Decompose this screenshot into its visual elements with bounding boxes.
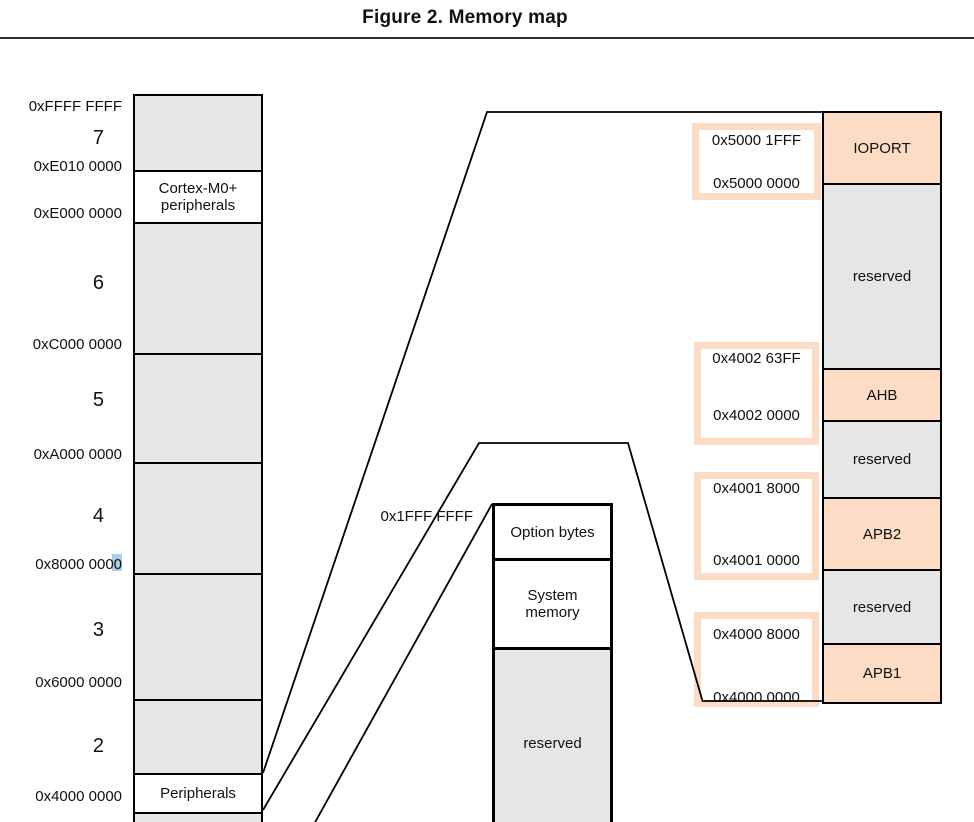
ahb-address-range-box: 0x4002 63FF 0x4002 0000 [694, 342, 819, 445]
cortex-m0-peripherals-block: Cortex-M0+ peripherals [135, 170, 261, 222]
system-memory-label: System memory [525, 587, 580, 621]
peripherals-label: Peripherals [160, 785, 236, 802]
title-underline [0, 37, 974, 39]
region-4-block [135, 462, 261, 573]
region-number-2: 2 [92, 735, 104, 757]
address-0x40008000: 0x4000 8000 [713, 626, 800, 643]
address-0x50001fff: 0x5000 1FFF [711, 132, 802, 149]
region-7-block [135, 96, 261, 170]
peripheral-expansion-column: IOPORT reserved AHB reserved APB2 reserv… [822, 111, 942, 704]
ioport-label: IOPORT [853, 139, 911, 157]
reserved-block-3: reserved [824, 569, 940, 643]
apb2-block: APB2 [824, 497, 940, 569]
address-0x40000000: 0x4000 0000 [713, 689, 800, 706]
ioport-block: IOPORT [824, 113, 940, 183]
address-0x40000000: 0x4000 0000 [35, 788, 122, 805]
figure-title: Figure 2. Memory map [362, 7, 568, 28]
region-6-block [135, 222, 261, 353]
ahb-label: AHB [866, 386, 898, 404]
address-0xa0000000: 0xA000 0000 [33, 446, 122, 463]
region-3-block [135, 573, 261, 699]
address-0x400263ff: 0x4002 63FF [712, 350, 801, 367]
option-bytes-block: Option bytes [495, 506, 610, 558]
reserved-block-2: reserved [824, 420, 940, 497]
middle-reserved-block: reserved [495, 647, 610, 822]
region-number-5: 5 [92, 389, 104, 411]
address-0xc0000000: 0xC000 0000 [32, 336, 122, 353]
region-number-7: 7 [92, 127, 104, 149]
address-0xffffffff: 0xFFFF FFFF [28, 98, 122, 115]
address-0x80000000: 0x8000 0000 [35, 556, 122, 573]
region-number-4: 4 [92, 505, 104, 527]
reserved-label-2: reserved [852, 451, 912, 468]
text-selection-highlight [112, 554, 122, 571]
ioport-address-range-box: 0x5000 1FFF 0x5000 0000 [692, 123, 821, 200]
middle-reserved-label: reserved [523, 735, 582, 752]
reserved-block-1: reserved [824, 183, 940, 368]
reserved-label-3: reserved [852, 598, 912, 616]
main-memory-column: Cortex-M0+ peripherals Peripherals [133, 94, 263, 822]
apb1-address-range-box: 0x4000 8000 0x4000 0000 [694, 612, 819, 707]
code-expansion-column: Option bytes System memory reserved [492, 503, 613, 822]
region-number-3: 3 [92, 619, 104, 641]
apb1-label: APB1 [862, 665, 902, 682]
address-0x40020000: 0x4002 0000 [713, 407, 800, 424]
apb2-address-range-box: 0x4001 8000 0x4001 0000 [694, 472, 819, 580]
address-0x60000000: 0x6000 0000 [35, 674, 122, 691]
system-memory-block: System memory [495, 558, 610, 647]
region-5-block [135, 353, 261, 462]
option-bytes-label: Option bytes [510, 523, 595, 541]
region-number-6: 6 [92, 272, 104, 294]
address-0x40010000: 0x4001 0000 [713, 552, 800, 569]
reserved-label-1: reserved [852, 268, 912, 285]
address-0x40018000: 0x4001 8000 [713, 480, 800, 497]
apb1-block: APB1 [824, 643, 940, 702]
address-0x50000000: 0x5000 0000 [713, 175, 800, 192]
ahb-block: AHB [824, 368, 940, 420]
region-2-block [135, 699, 261, 773]
peripherals-block: Peripherals [135, 773, 261, 812]
region-1-block [135, 812, 261, 822]
address-0xe0000000: 0xE000 0000 [33, 205, 122, 222]
address-0x1fffffff: 0x1FFF FFFF [380, 508, 474, 525]
address-0xe0100000: 0xE010 0000 [33, 158, 122, 175]
code-expansion-left-line [314, 503, 493, 822]
apb2-label: APB2 [862, 525, 902, 543]
cortex-m0-peripherals-label: Cortex-M0+ peripherals [158, 180, 238, 214]
